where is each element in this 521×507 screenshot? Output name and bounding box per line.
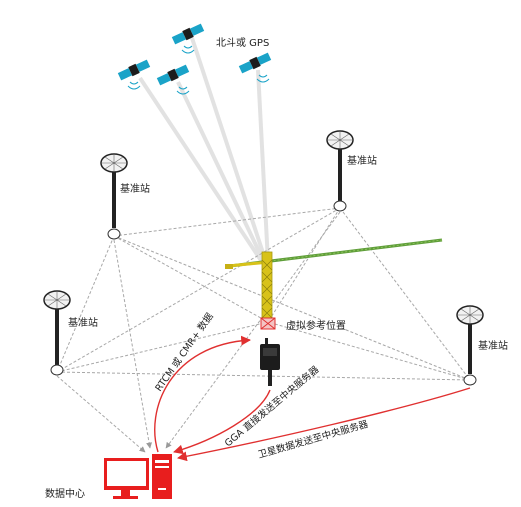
- base-station-4: [456, 305, 484, 386]
- satellite-label: 北斗或 GPS: [216, 37, 269, 49]
- base-station-label-4: 基准站: [478, 339, 508, 352]
- rtcm-label: RTCM 或 CMR+ 数据: [153, 310, 216, 393]
- sat-data-label: 卫星数据发送至中央服务器: [257, 418, 370, 461]
- virtual-reference-marker: [260, 317, 276, 330]
- satellite-beams: [138, 37, 270, 264]
- base-station-label-2: 基准站: [347, 154, 377, 167]
- virtual-reference-label: 虚拟参考位置: [286, 319, 346, 332]
- satellites: [117, 23, 272, 95]
- base-station-1: [100, 153, 128, 240]
- sat-data-arrow: [177, 387, 471, 462]
- data-center-label: 数据中心: [45, 487, 85, 500]
- station-to-center-links: [56, 211, 341, 453]
- gga-arrow: [173, 389, 271, 455]
- satellite-icon: [238, 52, 272, 74]
- satellite-icon: [171, 23, 205, 45]
- satellite-icon: [117, 59, 151, 81]
- base-station-3: [43, 290, 71, 376]
- data-flow-arrows: [154, 335, 471, 462]
- rover-receiver-icon: [260, 338, 280, 386]
- network-links: [56, 207, 471, 381]
- base-station-2: [326, 130, 354, 212]
- base-station-label-3: 基准站: [68, 316, 98, 329]
- rtcm-arrow: [154, 335, 251, 453]
- satellite-icon: [156, 64, 190, 86]
- data-center-icon: [104, 454, 172, 499]
- base-station-label-1: 基准站: [120, 182, 150, 195]
